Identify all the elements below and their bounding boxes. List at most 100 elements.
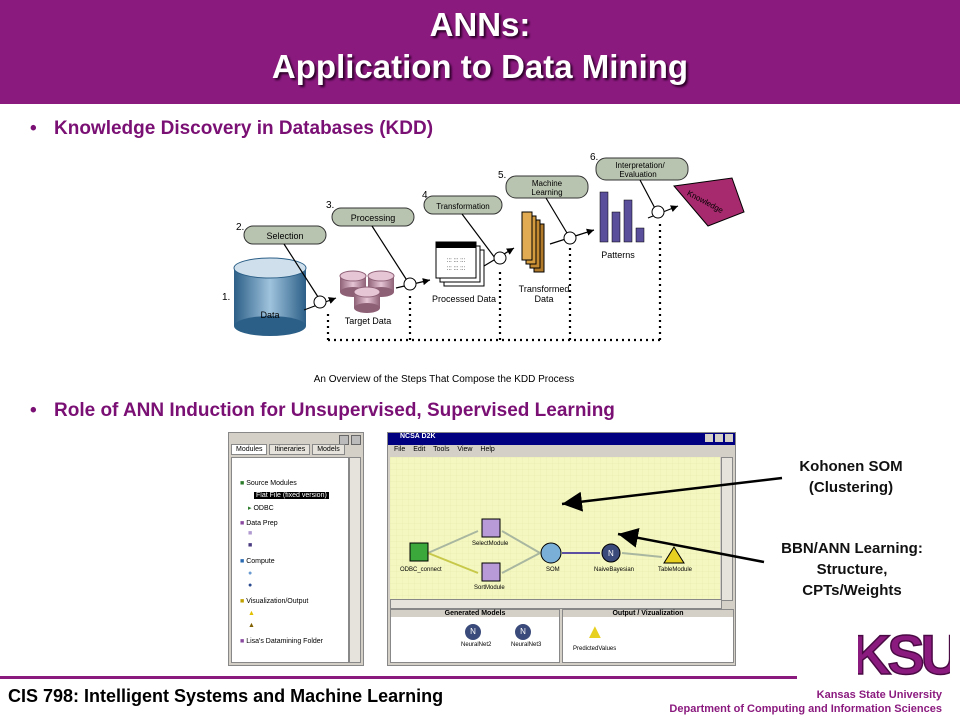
patterns-bars xyxy=(599,191,645,243)
department-line: Department of Computing and Information … xyxy=(669,703,942,715)
node-odbc-connect xyxy=(409,542,429,562)
step-number-1: 1. xyxy=(222,292,230,303)
tree-source-modules[interactable]: ■ Source Modules xyxy=(240,480,297,487)
tree-odbc[interactable]: ▸ ODBC xyxy=(248,505,274,512)
node-odbc-connect-label: ODBC_connect xyxy=(400,567,442,573)
bullet-dot: • xyxy=(30,118,37,139)
node-naive-bayesian-glyph: N xyxy=(608,549,614,558)
menu-view[interactable]: View xyxy=(457,446,473,453)
menu-edit[interactable]: Edit xyxy=(413,446,426,453)
tree-lisa-folder[interactable]: ■ Lisa's Datamining Folder xyxy=(240,638,324,645)
data-cylinder: Data xyxy=(233,257,307,336)
step-pill-machine-learning xyxy=(505,175,589,199)
tree-compute-module-2[interactable]: ● xyxy=(248,582,253,589)
maximize-button[interactable] xyxy=(715,434,724,442)
folder-icon: ■ xyxy=(240,558,245,565)
canvas-horizontal-scrollbar[interactable] xyxy=(390,599,722,609)
annotation-bbn: BBN/ANN Learning: Structure, CPTs/Weight… xyxy=(752,538,952,601)
menu-help[interactable]: Help xyxy=(480,446,495,453)
d2k-window: NCSA D2K File Edit Tools View Help xyxy=(387,432,736,666)
modules-window-controls xyxy=(339,435,361,447)
output-visualization-pane: Output / Vizualization ▲ PredictedValues xyxy=(562,609,734,663)
step-number-6: 6. xyxy=(590,152,598,163)
folder-icon: ■ xyxy=(240,638,245,645)
node-select-module-label: SelectModule xyxy=(472,541,509,547)
step-label-processing: Processing xyxy=(351,213,396,223)
close-button[interactable] xyxy=(351,435,361,445)
folder-icon: ■ xyxy=(240,480,245,487)
data-label: Data xyxy=(260,310,279,320)
processed-data-label: Processed Data xyxy=(432,294,496,304)
step-pill-transformation xyxy=(423,195,503,215)
course-title: CIS 798: Intelligent Systems and Machine… xyxy=(8,686,444,706)
node-table-module-label: TableModule xyxy=(658,567,693,573)
bullet-ann-text: Role of ANN Induction for Unsupervised, … xyxy=(54,400,615,421)
close-button[interactable] xyxy=(725,434,733,442)
node-select-module xyxy=(481,518,501,538)
canvas-vertical-scrollbar[interactable] xyxy=(721,457,733,601)
university-line: Kansas State University xyxy=(816,689,942,701)
kdd-caption: An Overview of the Steps That Compose th… xyxy=(314,374,575,385)
step-label-selection: Selection xyxy=(266,231,303,241)
tree-compute-module[interactable]: ● xyxy=(248,570,253,577)
menu-tools[interactable]: Tools xyxy=(433,446,450,453)
predicted-values-icon[interactable]: ▲ xyxy=(585,621,605,643)
bullet-ann-role: • Role of ANN Induction for Unsupervised,… xyxy=(30,400,615,422)
patterns-label: Patterns xyxy=(601,250,635,260)
d2k-title: NCSA D2K xyxy=(400,433,436,440)
model-neuralnet3-label: NeuralNet3 xyxy=(511,642,542,648)
step-label-evaluation: Evaluation xyxy=(619,170,656,179)
step-label-machine: Machine xyxy=(532,179,563,188)
generated-models-title: Generated Models xyxy=(391,610,559,617)
node-table-module xyxy=(663,546,685,564)
step-label-interpretation: Interpretation/ xyxy=(615,161,665,170)
tree-compute[interactable]: ■ Compute xyxy=(240,558,275,565)
step-pill-processing xyxy=(331,207,415,227)
node-naive-bayesian-label: NaiveBayesian xyxy=(594,567,634,573)
tree-visualization[interactable]: ■ Visualization/Output xyxy=(240,598,309,605)
d2k-connections xyxy=(427,530,663,574)
d2k-menubar: File Edit Tools View Help xyxy=(394,446,495,453)
node-som xyxy=(540,542,562,564)
tab-itineraries[interactable]: Itineraries xyxy=(269,444,311,455)
knowledge-shape: Knowledge xyxy=(673,177,745,227)
d2k-canvas[interactable]: ODBC_connect SelectModule SortModule SOM… xyxy=(390,457,720,601)
bullet-dot: • xyxy=(30,400,37,421)
node-som-label: SOM xyxy=(546,567,560,573)
kdd-process-diagram: 1. 2. 3. 4. 5. 6. Selection Processing T… xyxy=(222,152,745,385)
output-visualization-title: Output / Vizualization xyxy=(563,610,733,617)
transformed-data-label-1: Transformed xyxy=(519,284,570,294)
tree-flat-file[interactable]: Flat File (fixed version) xyxy=(254,492,329,499)
slide-title: ANNs: Application to Data Mining xyxy=(0,4,960,88)
step-number-4: 4. xyxy=(422,190,430,201)
menu-file[interactable]: File xyxy=(394,446,406,453)
bullet-kdd: •Knowledge Discovery in Databases (KDD) xyxy=(30,118,433,140)
annotation-bbn-line3: CPTs/Weights xyxy=(802,582,902,599)
tree-data-prep-module[interactable]: ■ xyxy=(248,530,253,537)
flow-junctions xyxy=(313,205,665,309)
transformed-data-label-2: Data xyxy=(534,294,553,304)
annotation-bbn-line1: BBN/ANN Learning: xyxy=(781,540,923,557)
modules-scrollbar[interactable] xyxy=(349,457,361,663)
tree-vis-module-2[interactable]: ▲ xyxy=(248,622,255,629)
title-line-1: ANNs: xyxy=(429,6,531,43)
step-label-learning: Learning xyxy=(531,188,562,197)
tree-data-prep[interactable]: ■ Data Prep xyxy=(240,520,278,527)
title-banner xyxy=(0,0,960,104)
tree-data-prep-module-2[interactable]: ■ xyxy=(248,542,253,549)
model-icon[interactable]: N xyxy=(465,624,481,640)
minimize-button[interactable] xyxy=(705,434,714,442)
tab-models[interactable]: Models xyxy=(312,444,345,455)
generated-models-pane: Generated Models N NeuralNet2 N NeuralNe… xyxy=(390,609,560,663)
footer-divider xyxy=(0,676,797,679)
step-pill-interpretation xyxy=(595,157,689,181)
annotation-som-line2: (Clustering) xyxy=(808,479,894,496)
step-number-5: 5. xyxy=(498,170,506,181)
model-icon[interactable]: N xyxy=(515,624,531,640)
tree-vis-module[interactable]: ▲ xyxy=(248,610,255,617)
tab-modules[interactable]: Modules xyxy=(231,444,268,455)
university-name: Kansas State University Department of Co… xyxy=(669,688,942,716)
d2k-window-controls xyxy=(705,434,733,444)
